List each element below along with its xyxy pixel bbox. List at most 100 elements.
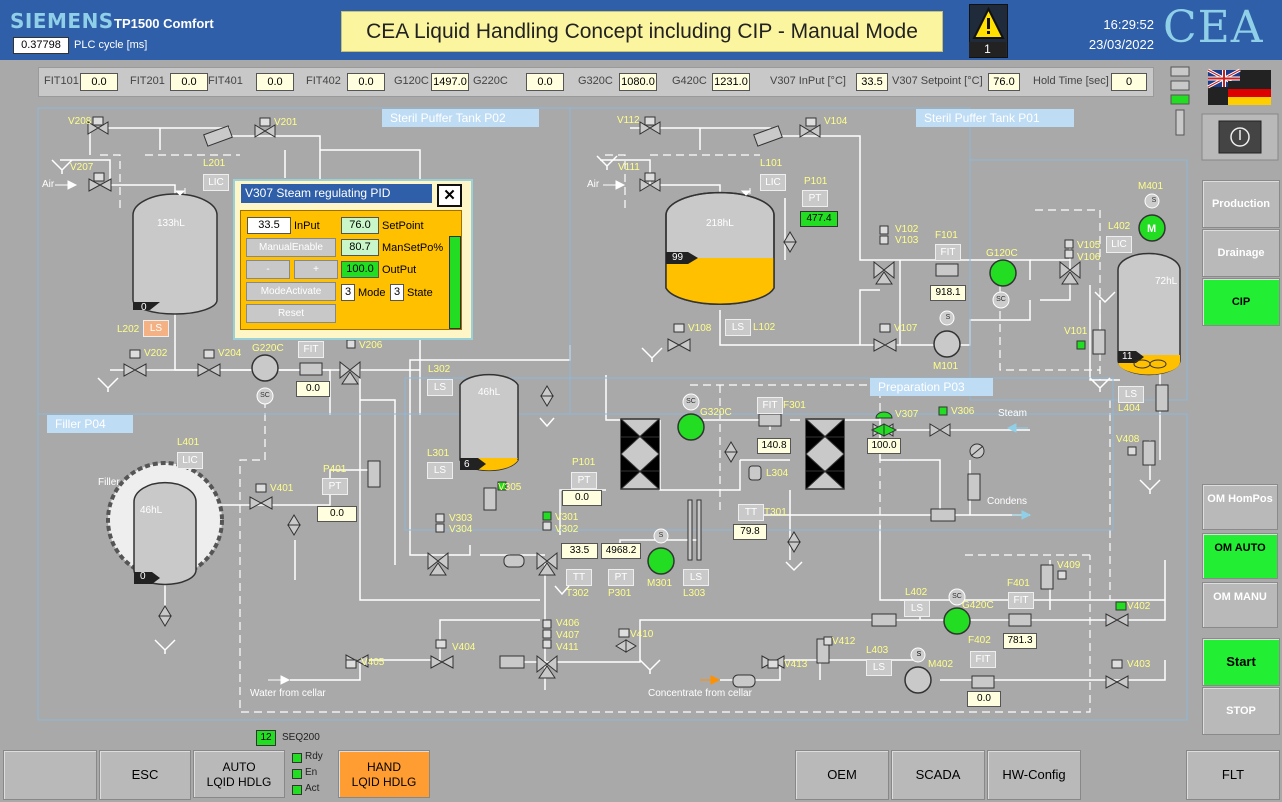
start-button[interactable]: Start <box>1202 638 1280 686</box>
tag-ls6[interactable]: LS <box>683 569 709 586</box>
tag-lic4[interactable]: LIC <box>177 452 203 469</box>
auto-lqid-hdlg-button[interactable]: AUTO LQID HDLG <box>193 750 285 798</box>
pid-mode-value: 3 <box>341 284 355 301</box>
power-button[interactable] <box>1202 114 1278 160</box>
tag-ls5[interactable]: LS <box>427 462 453 479</box>
stop-button[interactable]: STOP <box>1202 687 1280 735</box>
value-box-4: 1497.0 <box>431 73 469 91</box>
pid-manual-enable-button[interactable]: ManualEnable <box>246 238 336 257</box>
tag-fit5[interactable]: FIT <box>970 651 996 668</box>
auto-label-2: LQID HDLG <box>206 775 272 789</box>
tag-pt2[interactable]: PT <box>571 472 597 489</box>
value-box-2: 0.0 <box>256 73 294 91</box>
value-label-4: G120C <box>394 75 429 87</box>
warning-count: 1 <box>969 42 1006 57</box>
value-label-2: FIT401 <box>208 75 243 87</box>
f101-value: 918.1 <box>930 285 966 301</box>
tag-fit1[interactable]: FIT <box>298 341 324 358</box>
tag-v208: V208 <box>68 116 92 127</box>
value-box-0: 0.0 <box>80 73 118 91</box>
tag-lic2[interactable]: LIC <box>760 174 786 191</box>
tag-ls7[interactable]: LS <box>904 600 930 617</box>
tag-sc1: SC <box>260 392 270 399</box>
pid-setpoint-value[interactable]: 76.0 <box>341 217 379 234</box>
tag-l102: L102 <box>753 322 776 333</box>
pid-input-value: 33.5 <box>247 217 291 234</box>
pid-mode-activate-button[interactable]: ModeActivate <box>246 282 336 301</box>
tag-air2: Air <box>587 179 600 190</box>
om-auto-label: OM AUTO <box>1214 542 1266 554</box>
v307-value: 100.0 <box>867 438 901 454</box>
tag-fit2[interactable]: FIT <box>935 244 961 261</box>
om-hompos-button[interactable]: OM HomPos <box>1202 484 1278 530</box>
p101-p03-value: 0.0 <box>562 490 602 506</box>
tag-fit4[interactable]: FIT <box>1008 592 1034 609</box>
tag-v408: V408 <box>1116 434 1140 445</box>
tag-pt4[interactable]: PT <box>322 478 348 495</box>
tag-fit3[interactable]: FIT <box>757 397 783 414</box>
pid-output-value: 100.0 <box>341 261 379 278</box>
plc-cycle-label: PLC cycle [ms] <box>74 39 148 51</box>
tag-g420c: G420C <box>962 600 994 611</box>
tag-lic1[interactable]: LIC <box>203 174 229 191</box>
t302-value: 33.5 <box>561 543 598 559</box>
value-label-1: FIT201 <box>130 75 165 87</box>
tag-l101: L101 <box>760 158 783 169</box>
flt-button[interactable]: FLT <box>1186 750 1280 800</box>
tag-pt1[interactable]: PT <box>802 190 828 207</box>
om-manu-button[interactable]: OM MANU <box>1202 582 1278 628</box>
oem-button[interactable]: OEM <box>795 750 889 800</box>
tag-lic3[interactable]: LIC <box>1106 236 1132 253</box>
tag-ls3[interactable]: LS <box>1118 386 1144 403</box>
pid-man-setpoint-value[interactable]: 80.7 <box>341 239 379 256</box>
tag-v304: V304 <box>449 524 473 535</box>
language-button[interactable] <box>1208 70 1271 105</box>
tag-ls2[interactable]: LS <box>725 319 751 336</box>
motor-m-label: M <box>1147 223 1156 235</box>
pid-input-label: InPut <box>294 220 320 232</box>
drainage-button[interactable]: Drainage <box>1202 229 1280 277</box>
tag-p101b: P101 <box>572 457 596 468</box>
tag-v105: V105 <box>1077 240 1101 251</box>
tag-l302: L302 <box>428 364 451 375</box>
area-title-p04: Filler P04 <box>47 415 133 433</box>
pid-minus-button[interactable]: - <box>246 260 290 279</box>
esc-button[interactable]: ESC <box>99 750 191 800</box>
tag-l401: L401 <box>177 437 200 448</box>
om-auto-button[interactable]: OM AUTO <box>1202 533 1278 579</box>
pid-plus-button[interactable]: + <box>294 260 338 279</box>
value-label-9: V307 Setpoint [°C] <box>892 75 983 87</box>
tag-ls8[interactable]: LS <box>866 659 892 676</box>
pid-close-button[interactable]: ✕ <box>437 184 462 207</box>
tag-v403: V403 <box>1127 659 1151 670</box>
tag-tt2[interactable]: TT <box>566 569 592 586</box>
area-title-p03: Preparation P03 <box>870 378 993 396</box>
tag-v305: V305 <box>498 482 522 493</box>
hw-config-button[interactable]: HW-Config <box>987 750 1081 800</box>
tag-ls1[interactable]: LS <box>143 320 169 337</box>
value-box-8: 33.5 <box>856 73 888 91</box>
hand-lqid-hdlg-button[interactable]: HAND LQID HDLG <box>338 750 430 798</box>
tank-p02-volume: 133hL <box>157 218 185 229</box>
cea-logo: CEA <box>1163 2 1264 53</box>
tag-v302: V302 <box>555 524 579 535</box>
tag-pt3[interactable]: PT <box>608 569 634 586</box>
tag-filler: Filler <box>98 477 120 488</box>
production-button[interactable]: Production <box>1202 180 1280 228</box>
tag-v405: V405 <box>361 657 385 668</box>
pid-reset-button[interactable]: Reset <box>246 304 336 323</box>
tag-v410: V410 <box>630 629 654 640</box>
tag-m101: M101 <box>933 361 959 372</box>
tag-ls4[interactable]: LS <box>427 379 453 396</box>
p101-p01-value: 477.4 <box>800 211 838 227</box>
tag-l403: L403 <box>866 645 889 656</box>
tag-l402: L402 <box>905 587 928 598</box>
scada-button[interactable]: SCADA <box>891 750 985 800</box>
om-manu-label: OM MANU <box>1213 591 1267 603</box>
cip-button[interactable]: CIP <box>1202 278 1280 326</box>
tag-tt1[interactable]: TT <box>738 504 764 521</box>
tag-v102: V102 <box>895 224 919 235</box>
tag-g320c: G320C <box>700 407 732 418</box>
home-button[interactable] <box>3 750 97 800</box>
tag-m402: M402 <box>928 659 954 670</box>
